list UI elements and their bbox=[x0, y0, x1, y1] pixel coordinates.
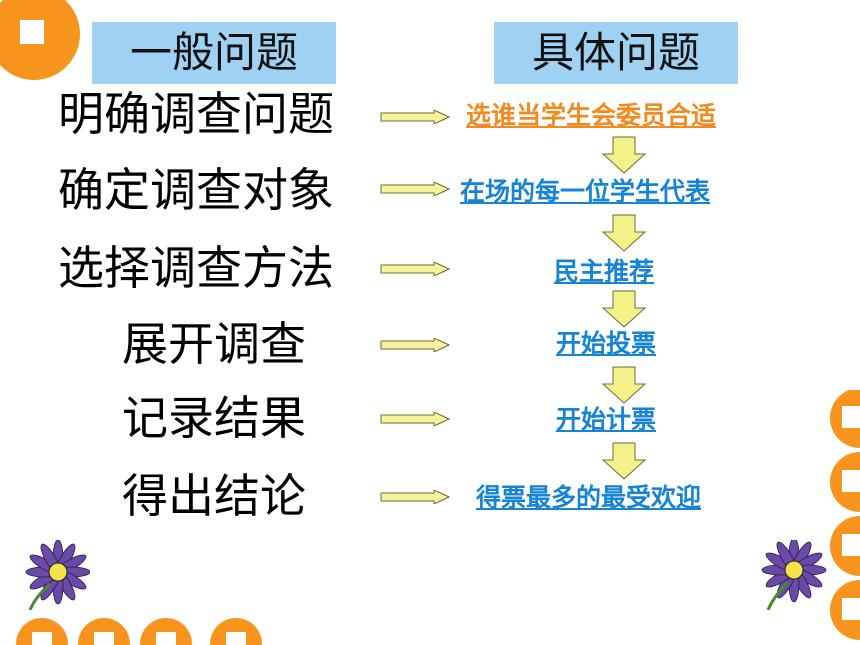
step-general-2: 确定调查对象 bbox=[58, 163, 334, 217]
step-general-4: 展开调查 bbox=[122, 317, 306, 371]
right-arrow-icon bbox=[380, 182, 450, 196]
specific-link-6[interactable]: 得票最多的最受欢迎 bbox=[476, 483, 702, 512]
right-arrow-icon bbox=[380, 490, 450, 504]
down-arrow-icon bbox=[602, 290, 646, 328]
top-left-orange-circle bbox=[0, 0, 80, 80]
down-arrow-icon bbox=[602, 214, 646, 252]
right-orange-circles bbox=[830, 390, 860, 640]
step-general-1: 明确调查问题 bbox=[58, 87, 334, 141]
bottom-orange-circles bbox=[16, 618, 262, 645]
step-general-3: 选择调查方法 bbox=[58, 241, 334, 295]
down-arrow-icon bbox=[602, 136, 646, 174]
specific-link-3[interactable]: 民主推荐 bbox=[554, 257, 655, 286]
right-arrow-icon bbox=[380, 110, 450, 124]
down-arrow-icon bbox=[602, 442, 646, 480]
daisy-flower-icon bbox=[761, 540, 827, 610]
down-arrow-icon bbox=[602, 366, 646, 404]
daisy-flower-icon bbox=[25, 540, 90, 610]
step-general-5: 记录结果 bbox=[122, 391, 306, 445]
step-general-6: 得出结论 bbox=[122, 469, 306, 523]
specific-questions-header: 具体问题 bbox=[494, 22, 738, 84]
right-arrow-icon bbox=[380, 412, 450, 426]
specific-link-2[interactable]: 在场的每一位学生代表 bbox=[460, 177, 711, 206]
specific-link-1[interactable]: 选谁当学生会委员合适 bbox=[466, 101, 717, 130]
general-questions-header: 一般问题 bbox=[92, 22, 336, 84]
right-arrow-icon bbox=[380, 262, 450, 276]
specific-link-5[interactable]: 开始计票 bbox=[556, 405, 657, 434]
right-arrow-icon bbox=[380, 338, 450, 352]
specific-link-4[interactable]: 开始投票 bbox=[556, 329, 657, 358]
